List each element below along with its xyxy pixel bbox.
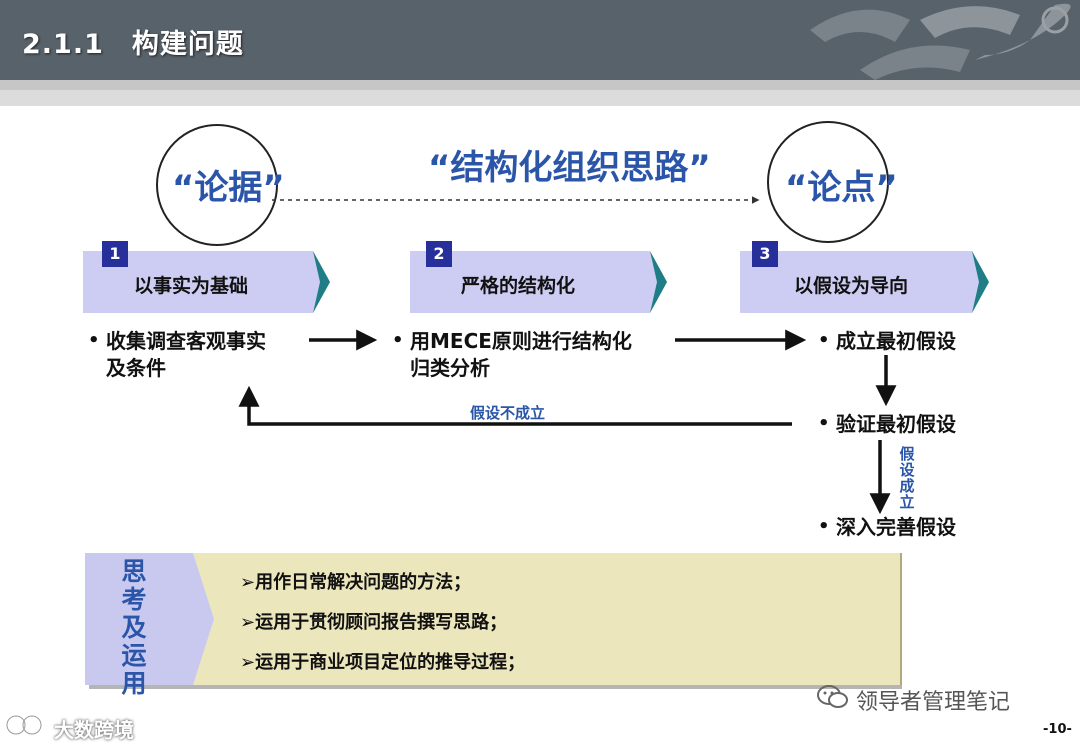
bullet-verify-hypothesis: 验证最初假设 bbox=[836, 412, 956, 436]
bullet-dot: • bbox=[392, 330, 404, 351]
step-3-shape bbox=[740, 251, 989, 313]
application-notch bbox=[178, 553, 214, 685]
step-2-label: 严格的结构化 bbox=[461, 275, 576, 297]
step-2-number: 2 bbox=[426, 241, 452, 267]
application-item: ➢用作日常解决问题的方法； bbox=[240, 572, 472, 593]
evidence-circle bbox=[156, 124, 278, 246]
structured-thinking-title: “结构化组织思路” bbox=[428, 148, 711, 188]
hypothesis-established-label: 假 设 成 立 bbox=[899, 445, 915, 511]
hypothesis-rejected-label: 假设不成立 bbox=[470, 404, 546, 422]
wechat-icon bbox=[817, 685, 848, 708]
bullet-collect-facts: 收集调查客观事实 及条件 bbox=[106, 328, 306, 382]
arrow-bullet-icon: ➢ bbox=[240, 652, 256, 673]
bullet-line: 及条件 bbox=[106, 356, 166, 380]
arrow-bullet-icon: ➢ bbox=[240, 612, 256, 633]
conclusion-label: “论点” bbox=[785, 168, 898, 208]
bullet-line: 收集调查客观事实 bbox=[106, 329, 266, 353]
brand-watermark: 大数跨境 bbox=[54, 718, 134, 742]
step-1-label: 以事实为基础 bbox=[134, 275, 249, 297]
bullet-deepen-hypothesis: 深入完善假设 bbox=[836, 515, 956, 539]
application-box bbox=[178, 553, 902, 685]
bullet-line: 用MECE原则进行结构化 bbox=[410, 329, 632, 353]
bullet-dot: • bbox=[818, 516, 830, 537]
brand-watermark-icon bbox=[6, 715, 42, 735]
application-side-label: 思 考 及 运 用 bbox=[121, 557, 147, 698]
bullet-dot: • bbox=[88, 330, 100, 351]
bullet-line: 归类分析 bbox=[410, 356, 490, 380]
step-1-number: 1 bbox=[102, 241, 128, 267]
step-3-label: 以假设为导向 bbox=[794, 275, 909, 297]
bullet-dot: • bbox=[818, 330, 830, 351]
page-number: -10- bbox=[1043, 722, 1072, 737]
application-item: ➢运用于贯彻顾问报告撰写思路； bbox=[240, 612, 508, 633]
arrow-bullet-icon: ➢ bbox=[240, 572, 256, 593]
step-2-shape bbox=[410, 251, 667, 313]
wechat-account-watermark: 领导者管理笔记 bbox=[856, 690, 1011, 715]
brand-logo-icon bbox=[810, 3, 1071, 80]
step-3-number: 3 bbox=[752, 241, 778, 267]
step-1-shape bbox=[83, 251, 330, 313]
header-divider bbox=[0, 80, 1080, 90]
conclusion-circle bbox=[767, 121, 889, 243]
bullet-dot: • bbox=[818, 413, 830, 434]
arrow-hypothesis-rejected bbox=[238, 385, 792, 426]
bullet-establish-hypothesis: 成立最初假设 bbox=[836, 329, 956, 353]
header-divider-light bbox=[0, 90, 1080, 106]
evidence-label: “论据” bbox=[172, 168, 285, 208]
application-item: ➢运用于商业项目定位的推导过程； bbox=[240, 652, 526, 673]
application-box-shadow bbox=[89, 685, 902, 689]
bullet-mece: 用MECE原则进行结构化 归类分析 bbox=[410, 328, 670, 382]
application-side-panel bbox=[85, 553, 193, 685]
slide-title: 2.1.1 构建问题 bbox=[22, 29, 244, 60]
